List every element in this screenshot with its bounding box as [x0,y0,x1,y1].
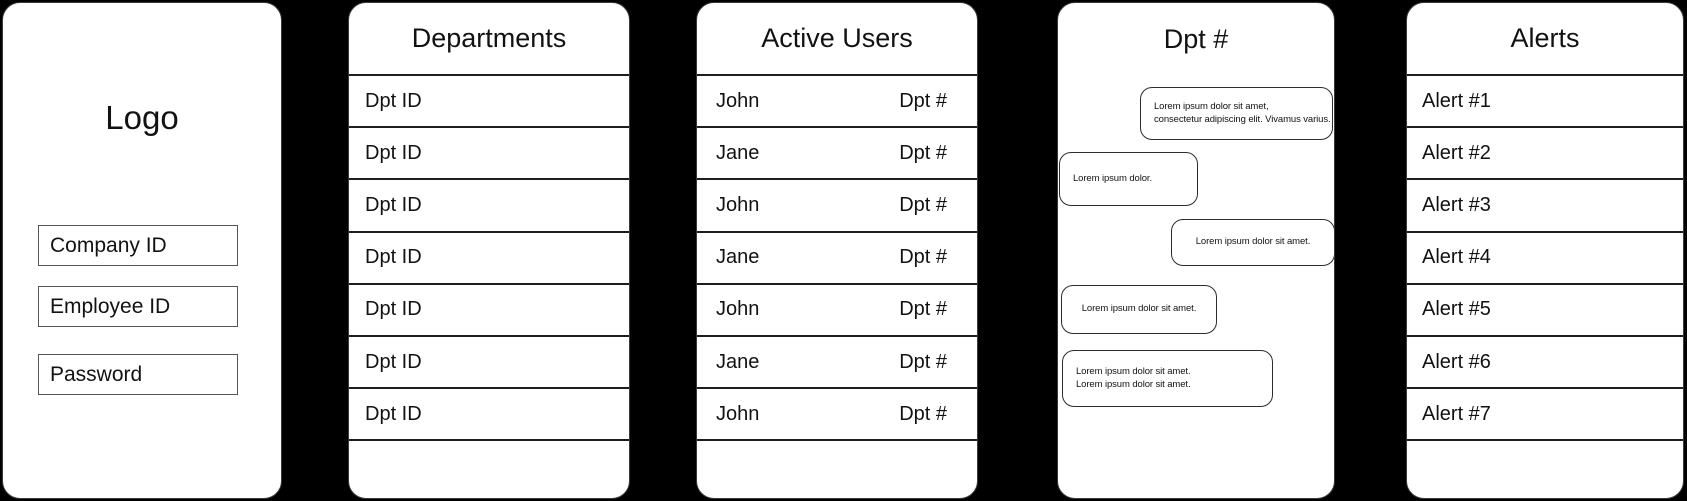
user-name: Jane [716,246,760,269]
logo-text: Logo [105,99,179,136]
login-input-label: Password [50,362,143,386]
dept-chat-title: Dpt # [1163,24,1229,54]
user-dept-number: Dpt # [899,193,947,216]
active-user-row[interactable]: John Dpt # [697,76,977,129]
alerts-list: Alert #1 Alert #2 Alert #3 Alert #4 Aler… [1407,76,1683,442]
department-row[interactable]: Dpt ID [349,389,629,442]
active-user-row[interactable]: Jane Dpt # [697,336,977,390]
alert-row[interactable]: Alert #1 [1407,76,1683,129]
dept-chat-panel: Dpt # Lorem ipsum dolor sit amet,consect… [1057,2,1335,499]
user-name: John [716,89,760,112]
user-name: Jane [716,350,760,373]
department-row-label: Dpt ID [365,350,422,373]
department-row[interactable]: Dpt ID [349,284,629,337]
department-row[interactable]: Dpt ID [349,76,629,129]
alert-row[interactable]: Alert #7 [1407,389,1683,442]
login-input-label: Employee ID [50,294,171,318]
alert-row-label: Alert #5 [1422,298,1491,321]
chat-message-list: Lorem ipsum dolor sit amet,consectetur a… [1058,3,1334,498]
login-input-field[interactable]: Password [38,354,238,395]
active-user-row[interactable]: John Dpt # [697,284,977,337]
alert-row[interactable]: Alert #5 [1407,284,1683,337]
alerts-panel: Alerts Alert #1 Alert #2 Alert #3 Alert … [1406,2,1684,499]
department-row-label: Dpt ID [365,246,422,269]
department-row[interactable]: Dpt ID [349,128,629,181]
user-name: John [716,193,760,216]
department-row-label: Dpt ID [365,402,422,425]
active-user-row[interactable]: John Dpt # [697,180,977,233]
user-dept-number: Dpt # [899,350,947,373]
department-row[interactable]: Dpt ID [349,180,629,233]
active-user-row[interactable]: Jane Dpt # [697,128,977,181]
alert-row[interactable]: Alert #4 [1407,232,1683,285]
alert-row-label: Alert #6 [1422,350,1491,373]
department-row[interactable]: Dpt ID [349,336,629,390]
chat-message-bubble: Lorem ipsum dolor sit amet. [1171,219,1334,266]
alert-row-label: Alert #3 [1422,193,1491,216]
login-input-field[interactable]: Employee ID [38,286,238,327]
login-fields: Company ID Employee ID Password [3,3,281,498]
login-panel: Logo Company ID Employee ID Password [2,2,282,499]
user-dept-number: Dpt # [899,298,947,321]
alert-row-label: Alert #1 [1422,89,1491,112]
departments-panel: Departments Dpt ID Dpt ID Dpt ID Dpt ID [348,2,630,499]
user-name: John [716,402,760,425]
department-row-label: Dpt ID [365,298,422,321]
alert-row-label: Alert #2 [1422,141,1491,164]
alert-row-label: Alert #7 [1422,402,1491,425]
department-row[interactable]: Dpt ID [349,232,629,285]
chat-message-bubble: Lorem ipsum dolor. [1059,152,1198,206]
chat-message-bubble: Lorem ipsum dolor sit amet.Lorem ipsum d… [1062,350,1273,407]
user-dept-number: Dpt # [899,402,947,425]
alert-row[interactable]: Alert #3 [1407,180,1683,233]
user-name: Jane [716,141,760,164]
alerts-title: Alerts [1407,3,1683,76]
user-dept-number: Dpt # [899,141,947,164]
department-row-label: Dpt ID [365,193,422,216]
departments-title: Departments [349,3,629,76]
active-users-panel: Active Users John Dpt # Jane Dpt # John … [696,2,978,499]
alert-row-label: Alert #4 [1422,246,1491,269]
user-dept-number: Dpt # [899,89,947,112]
active-users-title: Active Users [697,3,977,76]
departments-list: Dpt ID Dpt ID Dpt ID Dpt ID Dpt ID [349,76,629,442]
active-user-row[interactable]: John Dpt # [697,389,977,442]
user-dept-number: Dpt # [899,246,947,269]
login-input-field[interactable]: Company ID [38,225,238,266]
department-row-label: Dpt ID [365,141,422,164]
user-name: John [716,298,760,321]
alert-row[interactable]: Alert #6 [1407,336,1683,390]
active-user-row[interactable]: Jane Dpt # [697,232,977,285]
chat-message-bubble: Lorem ipsum dolor sit amet,consectetur a… [1140,87,1333,140]
login-input-label: Company ID [50,233,167,257]
department-row-label: Dpt ID [365,89,422,112]
active-users-list: John Dpt # Jane Dpt # John Dpt # Jane Dp… [697,76,977,442]
alert-row[interactable]: Alert #2 [1407,128,1683,181]
chat-message-bubble: Lorem ipsum dolor sit amet. [1061,285,1217,334]
